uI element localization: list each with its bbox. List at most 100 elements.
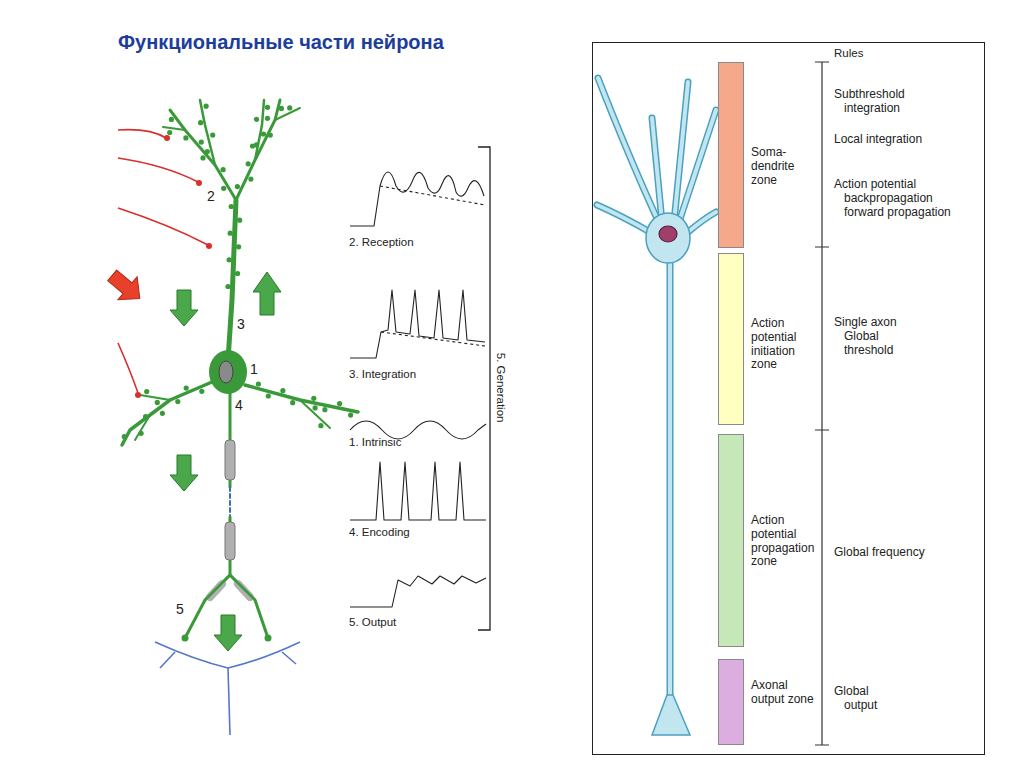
- zone-band: Action potential propagation zone: [718, 434, 818, 647]
- spine: [250, 143, 255, 148]
- soma: [646, 213, 690, 263]
- myelin-sheath: [225, 440, 235, 560]
- zone-label: Action potential initiation zone: [751, 317, 817, 372]
- green-neuron: [122, 100, 358, 638]
- bracket-label: 5. Generation: [494, 351, 507, 425]
- trace-label: 2. Reception: [349, 236, 414, 249]
- spine: [139, 431, 144, 436]
- spine: [290, 400, 295, 405]
- rule-text: Local integration: [834, 133, 934, 147]
- spine: [235, 271, 240, 276]
- spine: [237, 218, 242, 223]
- spine: [199, 389, 204, 394]
- spine: [311, 396, 316, 401]
- flow-arrows: [170, 272, 281, 651]
- callout-number: 3: [237, 316, 245, 332]
- trace-label: 4. Encoding: [349, 526, 410, 539]
- spine: [256, 381, 261, 386]
- spine: [236, 244, 241, 249]
- signal-traces: [350, 172, 486, 607]
- trace-label: 5. Output: [349, 616, 396, 629]
- spine: [229, 204, 234, 209]
- spine: [122, 434, 127, 439]
- spine: [254, 117, 259, 122]
- spine: [205, 149, 210, 154]
- trace-label: 3. Integration: [349, 368, 416, 381]
- generation-bracket: [478, 147, 490, 630]
- spine: [144, 389, 149, 394]
- callout-number: 2: [207, 188, 215, 204]
- spine: [287, 105, 292, 110]
- spine: [318, 423, 323, 428]
- zone-color: [718, 434, 744, 647]
- rules-bracket: [815, 62, 829, 745]
- spine: [235, 184, 240, 189]
- title: Функциональные части нейрона: [118, 31, 444, 54]
- spine: [200, 155, 205, 160]
- callout-number: 1: [250, 361, 258, 377]
- rule-text: Global frequency: [834, 546, 925, 560]
- callout-number: 5: [176, 601, 184, 617]
- spine: [210, 133, 215, 138]
- input-arrow: [103, 264, 150, 310]
- zone-band: Axonal output zone: [718, 659, 818, 745]
- zone-color: [718, 659, 744, 745]
- spine: [155, 400, 160, 405]
- rule-text: Action potential backpropagation forward…: [834, 178, 969, 219]
- rule-text: Subthreshold integration: [834, 88, 934, 116]
- zone-color: [718, 253, 744, 425]
- spine: [184, 386, 189, 391]
- input-terminals: [135, 135, 212, 398]
- spine: [265, 105, 270, 110]
- nucleus: [659, 226, 677, 242]
- axon-terminal: [652, 695, 690, 735]
- dendritic-spines: [122, 104, 354, 440]
- spine: [183, 135, 188, 140]
- spine: [143, 414, 148, 419]
- callout-number: 4: [235, 397, 243, 413]
- spine: [337, 401, 342, 406]
- zone-label: Soma-dendrite zone: [751, 146, 817, 187]
- spine: [199, 140, 204, 145]
- zone-band: Action potential initiation zone: [718, 253, 818, 425]
- rule-text: Single axon Global threshold: [834, 316, 916, 357]
- spine: [198, 120, 203, 125]
- neuron-body: [597, 78, 716, 705]
- spine: [225, 284, 230, 289]
- spine: [313, 405, 318, 410]
- zone-color: [718, 62, 744, 248]
- zone-label: Axonal output zone: [751, 679, 817, 707]
- green-soma: [209, 350, 247, 394]
- spine: [160, 411, 165, 416]
- input-fibers: [118, 130, 208, 393]
- spine: [348, 413, 353, 418]
- spine: [280, 388, 285, 393]
- rule-text: Rules: [834, 47, 863, 60]
- zone-label: Action potential propagation zone: [751, 514, 817, 569]
- spine: [175, 399, 180, 404]
- spine: [248, 177, 253, 182]
- panel-frame: [593, 43, 985, 755]
- spine: [266, 393, 271, 398]
- spine: [246, 161, 251, 166]
- spine: [221, 167, 226, 172]
- spine: [169, 117, 174, 122]
- target-dendrite: [155, 642, 300, 735]
- spine: [322, 407, 327, 412]
- rule-text: Global output: [834, 685, 886, 713]
- spine: [265, 116, 270, 121]
- spine: [221, 186, 226, 191]
- zone-band: Soma-dendrite zone: [718, 62, 818, 248]
- spine: [204, 104, 209, 109]
- spine: [279, 106, 284, 111]
- spine: [167, 130, 172, 135]
- spine: [227, 257, 232, 262]
- spine: [261, 131, 266, 136]
- neuron-outline: [597, 78, 716, 705]
- trace-label: 1. Intrinsic: [349, 436, 401, 449]
- spine: [228, 231, 233, 236]
- green-nucleus: [219, 361, 233, 383]
- axon-branch: [205, 575, 255, 600]
